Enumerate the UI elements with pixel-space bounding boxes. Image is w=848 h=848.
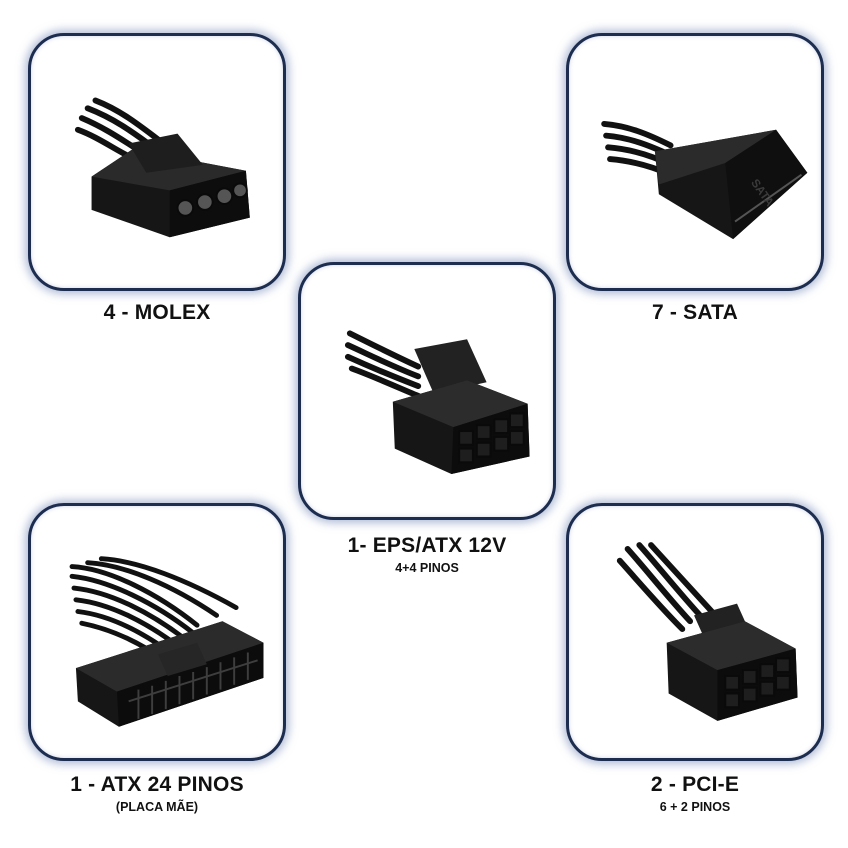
sata-card: SATA bbox=[566, 33, 824, 291]
pcie-subtitle: 6 + 2 PINOS bbox=[659, 800, 731, 814]
pcie-title: 2 - PCI-E bbox=[650, 773, 740, 796]
atx-subtitle: (PLACA MÃE) bbox=[115, 800, 199, 814]
atx-card bbox=[28, 503, 286, 761]
pcie-label: 2 - PCI-E 6 + 2 PINOS bbox=[566, 772, 824, 815]
sata-title: 7 - SATA bbox=[652, 301, 738, 324]
sata-label: 7 - SATA bbox=[566, 300, 824, 326]
molex-card bbox=[28, 33, 286, 291]
atx-title: 1 - ATX 24 PINOS bbox=[70, 773, 244, 796]
eps-title: 1- EPS/ATX 12V bbox=[347, 534, 507, 557]
molex-label: 4 - MOLEX bbox=[28, 300, 286, 326]
molex-connector-icon bbox=[74, 97, 250, 238]
pcie-card bbox=[566, 503, 824, 761]
molex-title: 4 - MOLEX bbox=[103, 301, 211, 324]
eps-label: 1- EPS/ATX 12V 4+4 PINOS bbox=[298, 533, 556, 576]
eps-subtitle: 4+4 PINOS bbox=[395, 561, 459, 575]
atx-label: 1 - ATX 24 PINOS (PLACA MÃE) bbox=[28, 772, 286, 815]
pcie-connector-icon bbox=[616, 542, 798, 721]
eps-card bbox=[298, 262, 556, 520]
sata-connector-icon: SATA bbox=[601, 120, 808, 240]
eps-connector-icon bbox=[344, 330, 530, 475]
atx-24pin-connector-icon bbox=[69, 556, 264, 727]
